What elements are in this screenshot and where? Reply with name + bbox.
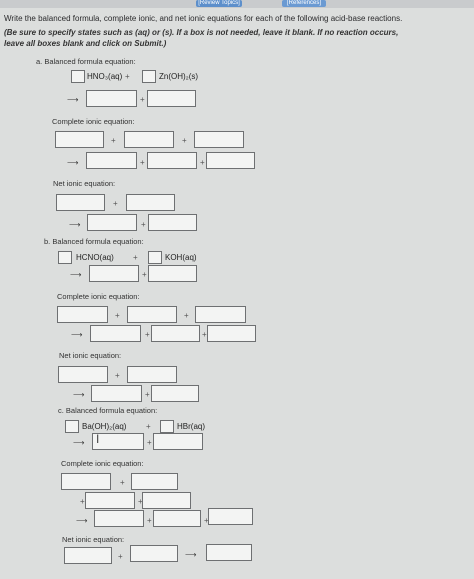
text-cursor-icon: I xyxy=(96,432,100,446)
part-c-product1-box[interactable] xyxy=(92,433,144,450)
plus-sign: + xyxy=(140,95,145,104)
part-b-complete-label: Complete ionic equation: xyxy=(57,292,140,301)
part-b-net-product2-box[interactable] xyxy=(151,385,199,402)
plus-sign: + xyxy=(202,330,207,339)
references-link[interactable]: [References] xyxy=(282,0,326,7)
part-b-complete-product2-box[interactable] xyxy=(151,325,200,342)
part-a-reactant2: Zn(OH)₂(s) xyxy=(159,72,199,81)
part-c-coefficient1-box[interactable] xyxy=(65,420,79,433)
part-c-complete-reactant1-box[interactable] xyxy=(61,473,111,490)
part-b-reactant2: KOH(aq) xyxy=(165,253,197,262)
part-b-complete-reactant2-box[interactable] xyxy=(127,306,177,323)
part-b-net-reactant2-box[interactable] xyxy=(127,366,177,383)
part-a-coefficient1-box[interactable] xyxy=(71,70,85,83)
part-c-net-reactant2-box[interactable] xyxy=(130,545,178,562)
part-a-net-product1-box[interactable] xyxy=(87,214,137,231)
instructions-note-line2: leave all boxes blank and click on Submi… xyxy=(4,39,167,48)
part-a-complete-reactant2-box[interactable] xyxy=(124,131,174,148)
part-b-product2-box[interactable] xyxy=(148,265,197,282)
part-c-reactant1: Ba(OH)₂(aq) xyxy=(82,422,127,431)
plus-sign: + xyxy=(145,390,150,399)
part-c-coefficient2-box[interactable] xyxy=(160,420,174,433)
part-c-complete-product3-box[interactable] xyxy=(208,508,253,525)
reaction-arrow: ⟶ xyxy=(69,220,81,229)
plus-sign: + xyxy=(118,552,123,561)
part-b-net-product1-box[interactable] xyxy=(91,385,142,402)
part-c-complete-reactant2-box[interactable] xyxy=(131,473,178,490)
plus-sign: + xyxy=(184,311,189,320)
reaction-arrow: ⟶ xyxy=(76,516,88,525)
plus-sign: + xyxy=(142,270,147,279)
part-a-complete-reactant1-box[interactable] xyxy=(55,131,104,148)
plus-sign: + xyxy=(140,158,145,167)
reaction-arrow: ⟶ xyxy=(71,330,83,339)
part-c-product2-box[interactable] xyxy=(153,433,203,450)
part-b-coefficient1-box[interactable] xyxy=(58,251,72,264)
part-a-net-reactant1-box[interactable] xyxy=(56,194,105,211)
plus-sign: + xyxy=(115,371,120,380)
part-b-reactant1: HCNO(aq) xyxy=(76,253,114,262)
part-c-complete-label: Complete ionic equation: xyxy=(61,459,144,468)
reaction-arrow: ⟶ xyxy=(73,390,85,399)
reaction-arrow: ⟶ xyxy=(67,158,79,167)
part-a-net-reactant2-box[interactable] xyxy=(126,194,175,211)
part-a-net-label: Net ionic equation: xyxy=(53,179,116,188)
part-a-product2-box[interactable] xyxy=(147,90,196,107)
plus-sign: + xyxy=(115,311,120,320)
plus-sign: + xyxy=(147,438,152,447)
reaction-arrow: ⟶ xyxy=(70,270,82,279)
part-a-complete-label: Complete ionic equation: xyxy=(52,117,135,126)
part-b-complete-product3-box[interactable] xyxy=(207,325,256,342)
part-c-complete-product2-box[interactable] xyxy=(153,510,201,527)
part-c-net-product1-box[interactable] xyxy=(206,544,252,561)
part-a-coefficient2-box[interactable] xyxy=(142,70,156,83)
part-b-balanced-label: b. Balanced formula equation: xyxy=(44,237,144,246)
part-c-reactant2: HBr(aq) xyxy=(177,422,206,431)
part-b-complete-reactant1-box[interactable] xyxy=(57,306,108,323)
plus-sign: + xyxy=(200,158,205,167)
part-c-complete-reactant3-box[interactable] xyxy=(85,492,135,509)
part-a-product1-box[interactable] xyxy=(86,90,137,107)
part-a-balanced-label: a. Balanced formula equation: xyxy=(36,57,136,66)
plus-sign: + xyxy=(133,253,138,262)
plus-sign: + xyxy=(120,478,125,487)
part-c-complete-reactant4-box[interactable] xyxy=(142,492,191,509)
plus-sign: + xyxy=(125,72,130,81)
part-b-product1-box[interactable] xyxy=(89,265,139,282)
part-b-net-reactant1-box[interactable] xyxy=(58,366,108,383)
reaction-arrow: ⟶ xyxy=(185,550,197,559)
plus-sign: + xyxy=(80,497,85,506)
plus-sign: + xyxy=(141,220,146,229)
plus-sign: + xyxy=(113,199,118,208)
instructions-note-line1: (Be sure to specify states such as (aq) … xyxy=(4,28,399,37)
part-a-complete-product3-box[interactable] xyxy=(206,152,255,169)
plus-sign: + xyxy=(145,330,150,339)
plus-sign: + xyxy=(182,136,187,145)
part-a-reactant1: HNO₃(aq) xyxy=(87,72,123,81)
part-a-complete-product1-box[interactable] xyxy=(86,152,137,169)
reaction-arrow: ⟶ xyxy=(73,438,85,447)
part-b-coefficient2-box[interactable] xyxy=(148,251,162,264)
plus-sign: + xyxy=(204,516,209,525)
plus-sign: + xyxy=(147,516,152,525)
reaction-arrow: ⟶ xyxy=(67,95,79,104)
part-b-complete-product1-box[interactable] xyxy=(90,325,141,342)
part-a-net-product2-box[interactable] xyxy=(148,214,197,231)
part-c-net-label: Net ionic equation: xyxy=(62,535,125,544)
part-b-net-label: Net ionic equation: xyxy=(59,351,122,360)
part-c-complete-product1-box[interactable] xyxy=(94,510,144,527)
part-a-complete-reactant3-box[interactable] xyxy=(194,131,244,148)
part-a-complete-product2-box[interactable] xyxy=(147,152,197,169)
plus-sign: + xyxy=(111,136,116,145)
part-b-complete-reactant3-box[interactable] xyxy=(195,306,246,323)
plus-sign: + xyxy=(138,497,143,506)
instructions: Write the balanced formula, complete ion… xyxy=(4,14,403,23)
review-topics-link[interactable]: [Review Topics] xyxy=(196,0,242,7)
plus-sign: + xyxy=(146,422,151,431)
part-c-net-reactant1-box[interactable] xyxy=(64,547,112,564)
part-c-balanced-label: c. Balanced formula equation: xyxy=(58,406,158,415)
